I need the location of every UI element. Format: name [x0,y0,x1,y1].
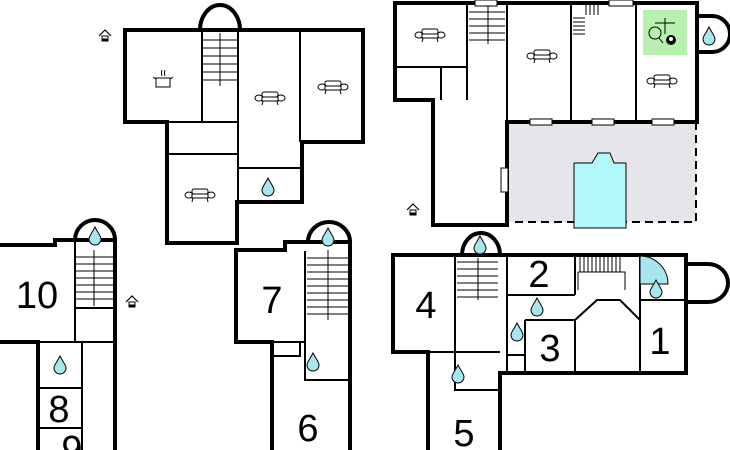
staircase [76,250,113,306]
room-6-label: 6 [297,408,318,450]
room-3-label: 3 [539,328,560,370]
games-room-icon [643,10,687,55]
staircase [202,33,238,86]
room-2-label: 2 [528,254,549,296]
entrance-icon [98,29,112,42]
staircase [457,256,626,300]
room-1-label: 1 [649,321,670,363]
room-4-label: 4 [415,285,436,327]
room-5-label: 5 [453,413,474,450]
entrance-icon [125,295,139,308]
room-8-label: 8 [48,389,69,431]
building-top-left [123,3,365,245]
room-7-label: 7 [261,280,282,322]
building-bottom-right: 4 2 3 1 5 [391,231,730,450]
kitchen-pot-icon [152,69,174,88]
staircase [469,3,599,44]
entrance-icon [406,203,420,216]
room-9-label: 9 [61,429,82,450]
building-bottom-middle: 7 6 [234,220,352,450]
room-10-label: 10 [16,275,58,317]
staircase [307,250,348,320]
building-bottom-left: 10 8 9 [0,218,117,450]
building-top-right [393,0,730,229]
